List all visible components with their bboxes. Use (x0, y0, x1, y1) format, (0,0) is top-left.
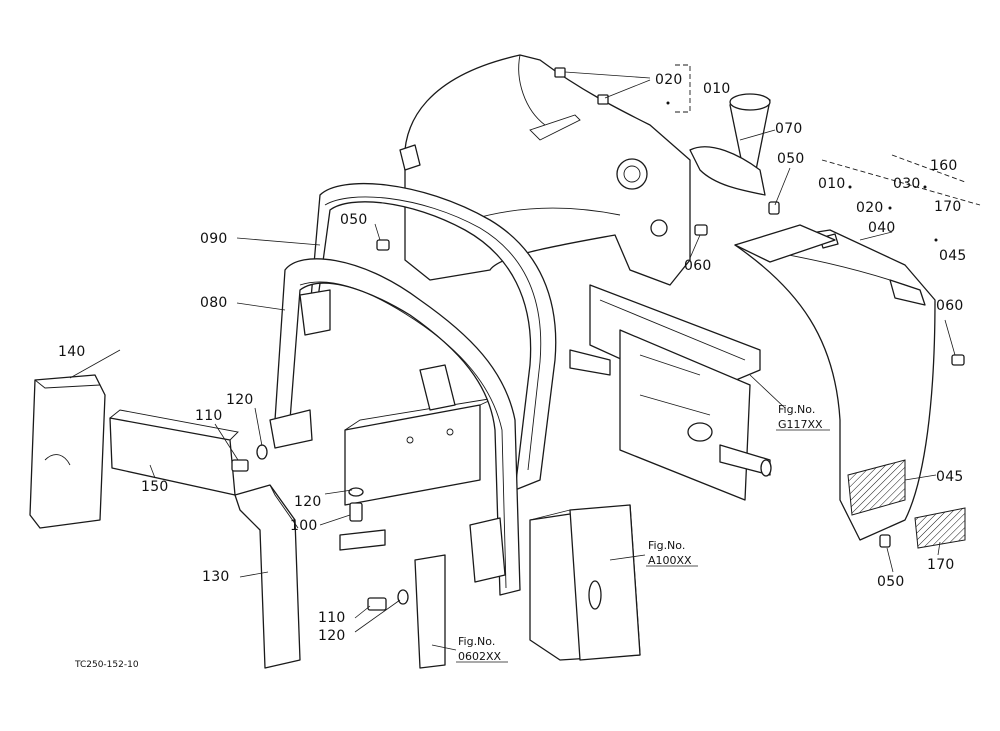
label-170-bottom: 170 (927, 557, 955, 573)
chassis-frame (569, 284, 772, 501)
label-020-kit: 020 (856, 200, 884, 216)
leader-lines (69, 71, 956, 651)
svg-text:0602XX: 0602XX (458, 650, 502, 663)
bolt-050-bottom (879, 534, 891, 548)
figure-ref-a100: Fig.No. A100XX (646, 539, 698, 567)
label-070: 070 (775, 121, 803, 137)
frame-080 (269, 258, 521, 596)
bolt-110-a (231, 444, 268, 472)
label-090: 090 (200, 231, 228, 247)
clip-020-a (554, 67, 566, 78)
part-labels: 020 010 070 050 050 090 060 080 140 120 … (58, 72, 967, 644)
bolt-110-b (367, 589, 409, 611)
label-060-top: 060 (684, 258, 712, 274)
svg-text:A100XX: A100XX (648, 554, 692, 567)
label-060-right: 060 (936, 298, 964, 314)
label-140: 140 (58, 344, 86, 360)
label-020: 020 (655, 72, 683, 88)
clip-020-b (597, 94, 609, 105)
drawing-code: TC250-152-10 (74, 660, 139, 670)
front-cover-010 (399, 54, 691, 286)
label-050-top: 050 (777, 151, 805, 167)
bolt-050-top (768, 201, 780, 215)
svg-text:Fig.No.: Fig.No. (458, 635, 495, 648)
label-030: 030 (893, 176, 921, 192)
label-040: 040 (868, 220, 896, 236)
label-045-bottom: 045 (936, 469, 964, 485)
label-170-kit: 170 (934, 199, 962, 215)
label-110-a: 110 (195, 408, 223, 424)
label-120-c: 120 (318, 628, 346, 644)
label-120-a: 120 (226, 392, 254, 408)
label-010: 010 (703, 81, 731, 97)
svg-text:G117XX: G117XX (778, 418, 823, 431)
bolt-060-top (694, 224, 708, 236)
label-050-bottom: 050 (877, 574, 905, 590)
label-150: 150 (141, 479, 169, 495)
rear-cover (734, 229, 936, 541)
label-050-left: 050 (340, 212, 368, 228)
label-010-kit: 010 (818, 176, 846, 192)
svg-text:Fig.No.: Fig.No. (648, 539, 685, 552)
kit-dots (666, 101, 938, 242)
svg-text:Fig.No.: Fig.No. (778, 403, 815, 416)
label-080: 080 (200, 295, 228, 311)
figure-ref-g117: Fig.No. G117XX (776, 403, 830, 431)
label-110-b: 110 (318, 610, 346, 626)
cushion-140 (29, 374, 106, 529)
bracket-kit-upper (821, 159, 981, 206)
bolt-060-right (951, 354, 965, 366)
decal-170 (914, 507, 966, 549)
label-130: 130 (202, 569, 230, 585)
label-120-b: 120 (294, 494, 322, 510)
lower-frame-block (339, 397, 641, 669)
label-045-top: 045 (939, 248, 967, 264)
label-100: 100 (290, 518, 318, 534)
lever-boot-070 (689, 93, 771, 196)
bolt-050-left (376, 239, 390, 251)
figure-ref-0602: Fig.No. 0602XX (456, 635, 508, 663)
bracket-040 (734, 224, 836, 263)
bracket-kit-sub (891, 154, 966, 183)
label-160: 160 (930, 158, 958, 174)
cushion-130 (234, 484, 301, 669)
bolt-100 (348, 487, 364, 522)
